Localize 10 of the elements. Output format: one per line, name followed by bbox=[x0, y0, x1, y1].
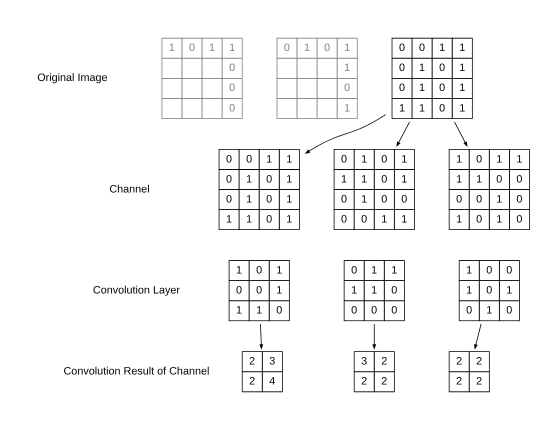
label: Original Image bbox=[37, 72, 108, 84]
arrow bbox=[372, 323, 376, 350]
label: Convolution Layer bbox=[92, 284, 180, 296]
label: Channel bbox=[109, 182, 150, 195]
arrow bbox=[304, 114, 386, 154]
arrow bbox=[259, 323, 264, 350]
arrow bbox=[396, 120, 410, 146]
arrow bbox=[454, 120, 468, 146]
label: Convolution Result of Channel bbox=[64, 365, 210, 378]
arrow bbox=[474, 323, 482, 350]
